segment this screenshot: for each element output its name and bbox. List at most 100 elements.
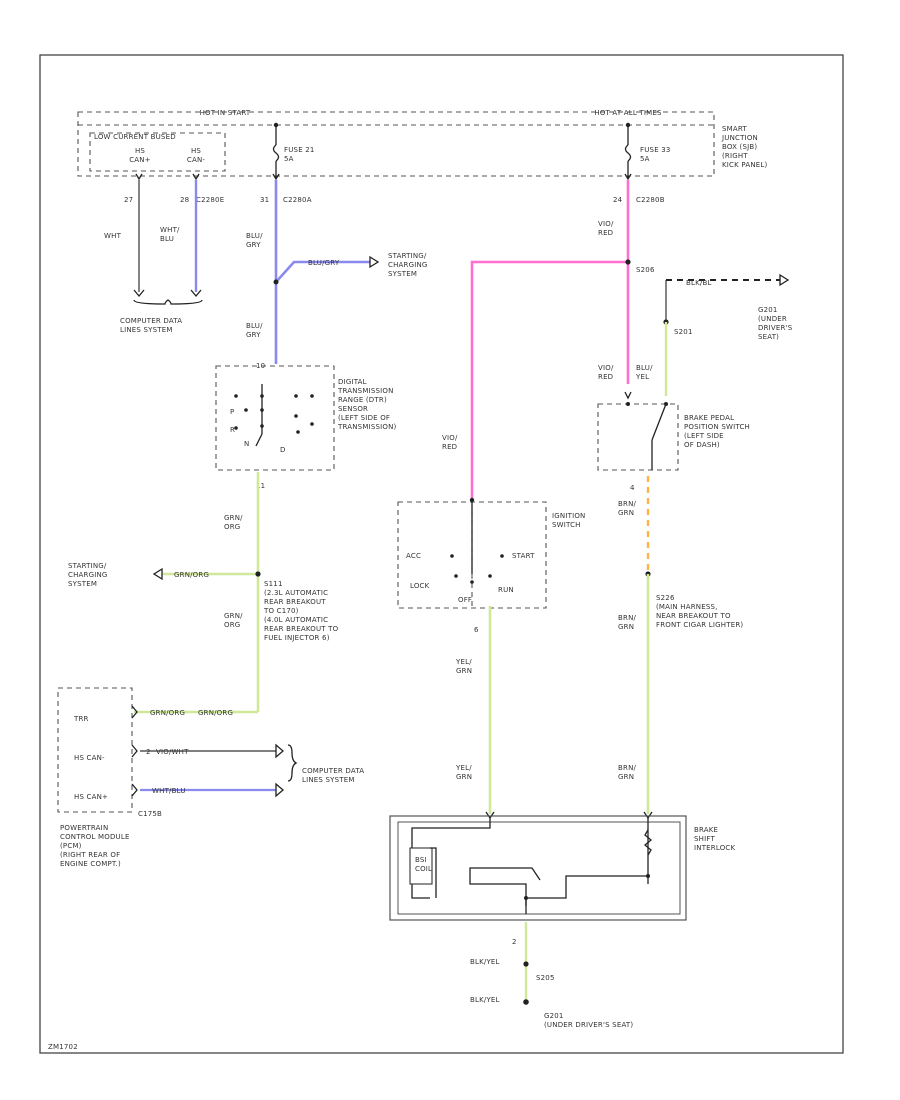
pin-31-label: 31 xyxy=(260,196,269,204)
sjb-pin-28-caret xyxy=(192,173,200,181)
data-arrow-1 xyxy=(133,289,145,298)
bsi-outer-box xyxy=(389,815,687,921)
c2280e-label: C2280E xyxy=(196,196,224,204)
diagram-frame xyxy=(39,54,844,1054)
ignition-switch-contacts xyxy=(450,497,504,584)
starting-charging-left-arrow xyxy=(152,567,163,581)
blk-yel-label-2: BLK/YEL xyxy=(470,996,500,1004)
pin-10-label: 10 xyxy=(256,362,265,370)
data-arrow-2 xyxy=(190,289,202,298)
c2280b-label: C2280B xyxy=(636,196,665,204)
pin-27-label: 27 xyxy=(124,196,133,204)
ign-lock-label: LOCK xyxy=(410,582,430,590)
ign-start-label: START xyxy=(512,552,535,560)
vio-red-label-2: VIO/RED xyxy=(598,364,614,381)
s201-label: S201 xyxy=(674,328,693,336)
pin-24-label: 24 xyxy=(613,196,623,204)
vio-wht-label: VIO/WHT xyxy=(156,748,189,756)
yel-grn-label-2: YEL/GRN xyxy=(455,764,472,781)
pin-4-label: 4 xyxy=(630,484,635,492)
blu-gry-branch-wire xyxy=(275,260,370,283)
pcm-can-minus-label: HS CAN- xyxy=(74,754,105,762)
pcm-tr-label: TRR xyxy=(73,715,89,723)
data-brace-top xyxy=(133,299,203,305)
bsi-circuit xyxy=(409,818,653,914)
sjb-pin-27-caret xyxy=(135,173,143,181)
low-current-bus-box xyxy=(89,132,226,172)
diagram-reference-id: ZM1702 xyxy=(48,1043,78,1051)
brake-switch-contacts xyxy=(626,402,668,470)
dtr-p-label: P xyxy=(230,408,234,416)
vio-red-label-3: VIO/RED xyxy=(442,434,458,451)
pin-11-label: 11 xyxy=(256,482,265,490)
s206-dot xyxy=(625,259,631,265)
c2280a-label: C2280A xyxy=(283,196,312,204)
blk-yel-label-1: BLK/YEL xyxy=(470,958,500,966)
pin-28-label: 28 xyxy=(180,196,189,204)
s206-label: S206 xyxy=(636,266,655,274)
bsi-inner-box xyxy=(397,821,681,915)
low-current-bused-label: LOW CURRENT BUSED xyxy=(94,133,176,141)
computer-data-left-arrow-2 xyxy=(275,782,284,798)
brn-grn-label-3: BRN/GRN xyxy=(618,764,637,781)
pcm-p25-label: 2 xyxy=(146,748,151,756)
sjb-pin-31-caret xyxy=(272,173,280,181)
sjb-pin-24-caret xyxy=(624,173,632,181)
grn-org-inline-label: GRN/ORG xyxy=(174,571,209,579)
brake-switch-box xyxy=(597,403,679,471)
dtr-contacts xyxy=(234,384,314,447)
ign-run-label: RUN xyxy=(498,586,514,594)
brn-grn-label-1: BRN/GRN xyxy=(618,500,637,517)
g201-bottom-label: G201(UNDER DRIVER'S SEAT) xyxy=(544,1012,633,1029)
s205-label: S205 xyxy=(536,974,555,982)
hot-at-start-label: HOT IN START xyxy=(200,109,251,117)
grn-org-label-1: GRN/ORG xyxy=(224,514,243,531)
brn-grn-label-2: BRN/GRN xyxy=(618,614,637,631)
blu-splice-dot xyxy=(273,279,279,285)
s111-dot xyxy=(255,571,261,577)
hot-at-all-times-label: HOT AT ALL TIMES xyxy=(594,109,662,117)
pcm-can-plus-caret xyxy=(131,783,138,797)
fuse-33-symbol xyxy=(624,122,632,178)
blu-yel-label: BLU/YEL xyxy=(635,364,653,381)
ign-acc-label: ACC xyxy=(406,552,421,560)
blk-bl-label: BLK/BL xyxy=(686,279,712,287)
s205-dot xyxy=(523,961,529,967)
pcm-box xyxy=(57,687,133,813)
yel-grn-label-1: YEL/GRN xyxy=(455,658,472,675)
vio-red-wire-to-ignition xyxy=(470,260,628,498)
g201-top-arrow xyxy=(779,273,790,287)
junction-box xyxy=(77,111,715,177)
brake-switch-pin-caret-1 xyxy=(624,391,632,400)
pcm-tr-caret xyxy=(131,705,138,719)
wht-blu-pcm-label: WHT/BLU xyxy=(152,787,186,795)
ign-off-label: OFF xyxy=(458,596,472,604)
c175b-label: C175B xyxy=(138,810,162,818)
grn-org-pcm-label: GRN/ORG xyxy=(150,709,185,717)
grn-org-label-2: GRN/ORG xyxy=(224,612,243,629)
g201-bottom-dot xyxy=(523,999,529,1005)
computer-data-left-arrow-1 xyxy=(275,743,284,759)
wht-wire-label: WHT xyxy=(104,232,122,240)
bsi-pin-label: 2 xyxy=(512,938,517,946)
dtr-n-label: N xyxy=(244,440,249,448)
wht-blu-wire-label: WHT/BLU xyxy=(160,226,180,243)
computer-data-left-brace xyxy=(287,744,298,782)
